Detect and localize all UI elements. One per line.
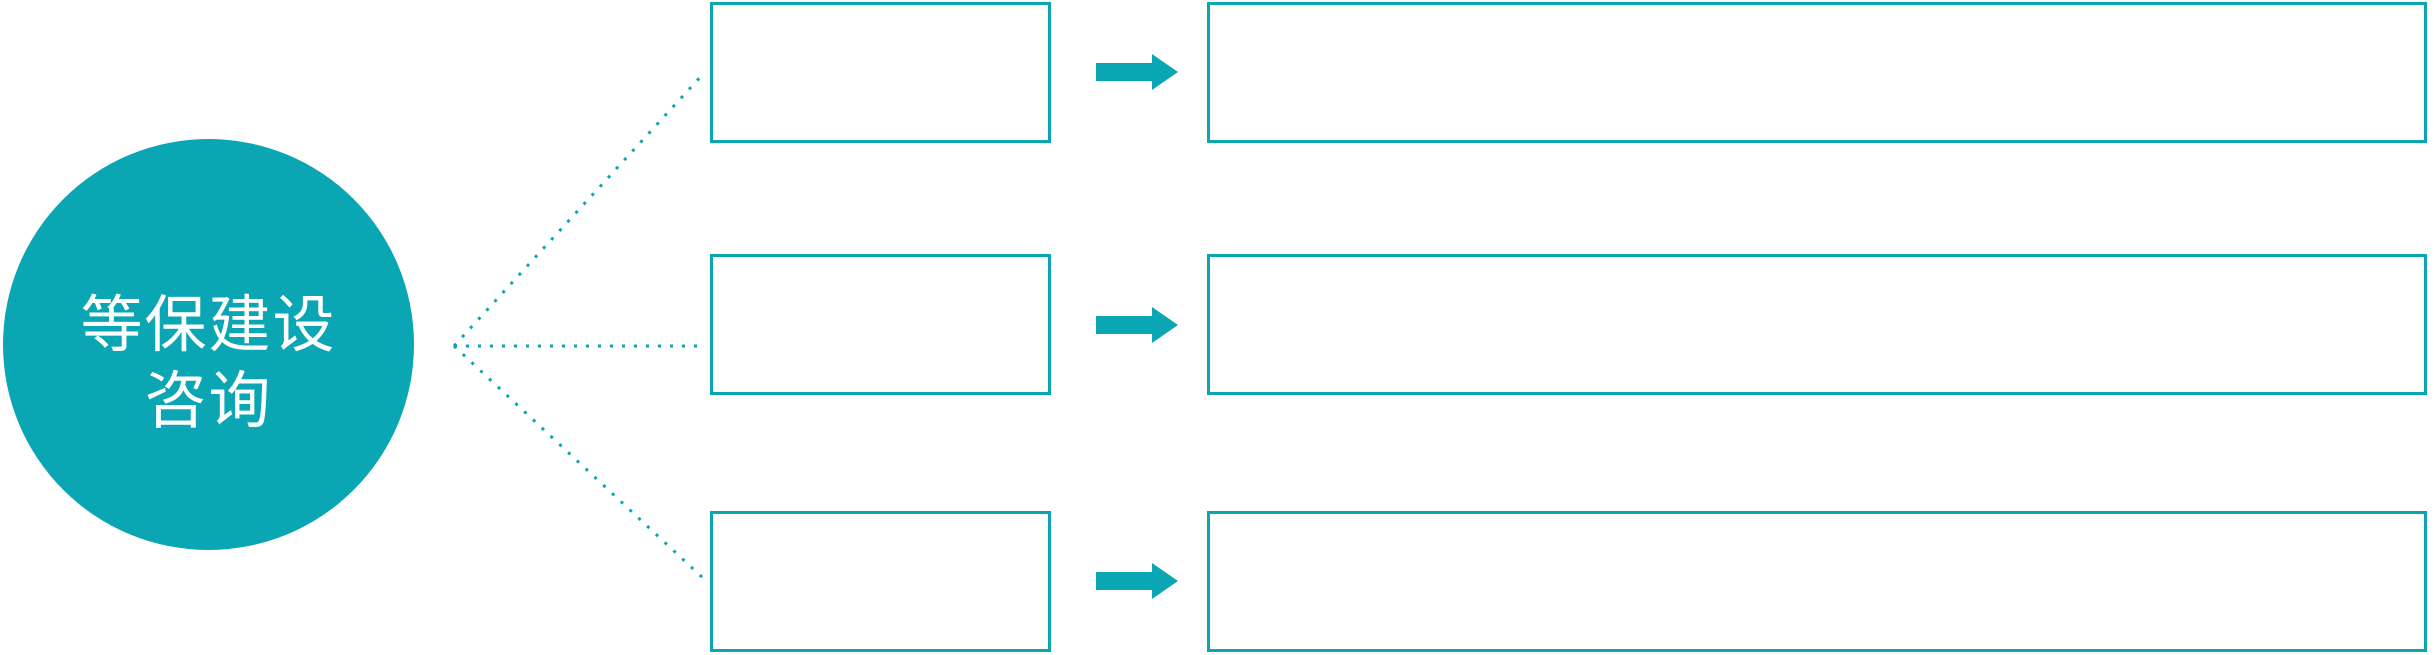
connector-line-top: [452, 71, 706, 348]
connector-line-bottom: [452, 344, 706, 581]
topic-circle-label: 等保建设 咨询: [80, 287, 336, 438]
step-box-1: [710, 2, 1051, 143]
step-box-3: [710, 511, 1051, 652]
right-arrow-icon-2: [1096, 307, 1178, 343]
detail-box-3: [1207, 511, 2427, 652]
detail-box-1: [1207, 2, 2427, 143]
topic-circle: 等保建设 咨询: [3, 139, 414, 550]
right-arrow-icon-3: [1096, 563, 1178, 599]
topic-label-line1: 等保建设: [80, 287, 337, 361]
step-box-2: [710, 254, 1051, 395]
detail-box-2: [1207, 254, 2427, 395]
topic-label-line2: 咨询: [144, 363, 273, 437]
right-arrow-icon-1: [1096, 54, 1178, 90]
